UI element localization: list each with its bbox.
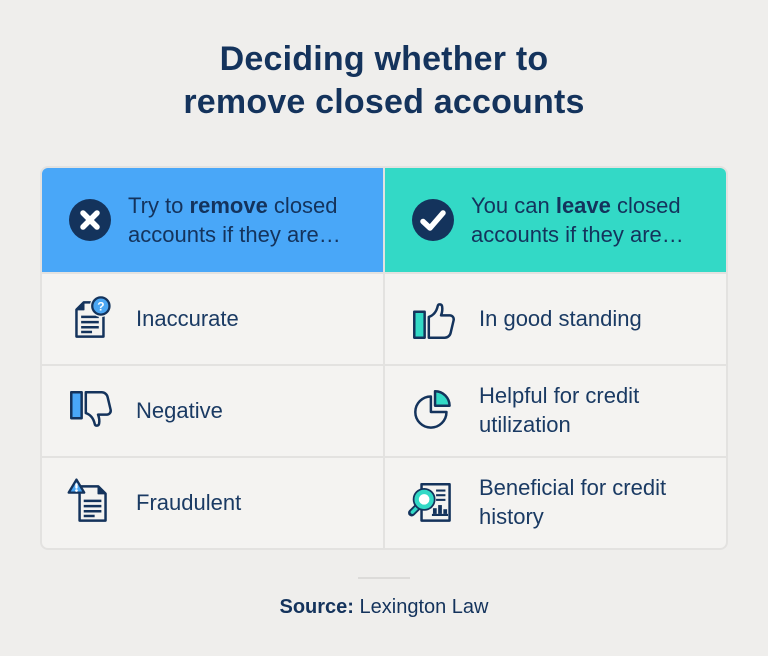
row-in-good-standing: In good standing	[385, 274, 726, 364]
row-label: Helpful for credit utilization	[479, 383, 640, 437]
document-question-icon: ?	[64, 292, 118, 346]
page-title: Deciding whether to remove closed accoun…	[0, 38, 768, 124]
header-leave-text: You can leave closed accounts if they ar…	[471, 192, 684, 247]
source-line: Source: Lexington Law	[0, 596, 768, 619]
row-fraudulent: Fraudulent	[42, 458, 383, 548]
x-circle-icon	[68, 198, 112, 242]
thumbs-down-icon	[64, 384, 118, 438]
title-line-1: Deciding whether to	[219, 40, 549, 78]
row-label: In good standing	[479, 305, 642, 331]
row-label: Fraudulent	[136, 489, 242, 515]
row-label: Negative	[136, 397, 223, 423]
row-label: Inaccurate	[136, 305, 239, 331]
row-inaccurate: ? Inaccurate	[42, 274, 383, 364]
row-beneficial-credit-history: Beneficial for credit history	[385, 458, 726, 548]
header-leave-column: You can leave closed accounts if they ar…	[385, 168, 726, 272]
document-search-icon	[407, 476, 461, 530]
header-remove-text: Try to remove closed accounts if they ar…	[128, 192, 341, 247]
comparison-table: Try to remove closed accounts if they ar…	[40, 166, 728, 550]
document-warning-icon	[64, 476, 118, 530]
row-helpful-credit-utilization: Helpful for credit utilization	[385, 366, 726, 456]
row-negative: Negative	[42, 366, 383, 456]
footer: Source: Lexington Law	[0, 550, 768, 619]
source-label: Source:	[279, 596, 354, 618]
pie-chart-icon	[407, 384, 461, 438]
svg-text:?: ?	[97, 299, 104, 313]
source-value: Lexington Law	[359, 596, 489, 618]
header-remove-column: Try to remove closed accounts if they ar…	[42, 168, 383, 272]
title-line-2: remove closed accounts	[183, 82, 585, 121]
thumbs-up-icon	[407, 292, 461, 346]
check-circle-icon	[411, 198, 455, 242]
footer-divider	[358, 577, 410, 579]
row-label: Beneficial for credit history	[479, 475, 667, 529]
